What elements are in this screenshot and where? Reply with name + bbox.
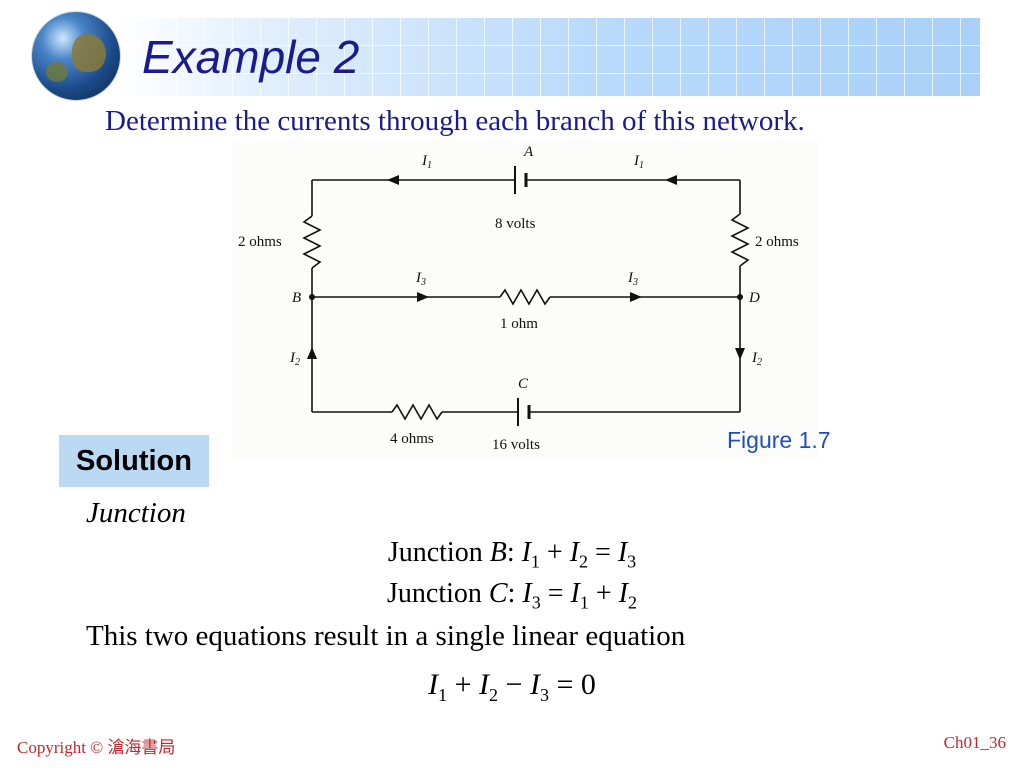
battery-top-label: 8 volts xyxy=(495,216,536,232)
node-c-label: C xyxy=(518,376,529,392)
resistor-right-label: 2 ohms xyxy=(755,234,799,250)
arrow-i2-left xyxy=(307,347,317,359)
arrow-i1-right xyxy=(665,175,677,185)
circuit-diagram: A B C D I1 I1 I3 I3 I2 I2 2 ohms 2 ohms … xyxy=(238,144,799,453)
resistor-bottom-label: 4 ohms xyxy=(390,431,434,447)
junction-c-node: C xyxy=(488,578,508,609)
current-i1-right-label: I1 xyxy=(633,153,644,171)
linear-equation: I1 + I2 − I3 = 0 xyxy=(428,668,596,705)
current-i3-right-label: I3 xyxy=(627,270,638,288)
node-a-label: A xyxy=(523,144,534,160)
result-text: This two equations result in a single li… xyxy=(86,620,686,652)
slide-subtitle: Determine the currents through each bran… xyxy=(105,105,805,137)
junction-c-prefix: Junction xyxy=(387,578,489,609)
current-i2-right-label: I2 xyxy=(751,350,762,368)
resistor-right xyxy=(730,213,750,267)
resistor-left-label: 2 ohms xyxy=(238,234,282,250)
node-d-label: D xyxy=(748,290,760,306)
current-i1-left-label: I1 xyxy=(421,153,432,171)
arrow-i3-left xyxy=(417,292,429,302)
arrow-i2-right xyxy=(735,348,745,360)
node-b-label: B xyxy=(292,290,301,306)
globe-land xyxy=(46,62,68,82)
globe-land xyxy=(72,34,106,72)
junction-b-equation: Junction B: I1 + I2 = I3 xyxy=(387,537,637,572)
resistor-bottom xyxy=(391,403,443,421)
resistor-left xyxy=(302,215,322,269)
junction-heading: Junction xyxy=(86,497,186,529)
header-map-pattern xyxy=(120,18,980,96)
resistor-middle-label: 1 ohm xyxy=(500,316,538,332)
arrow-i1-left xyxy=(387,175,399,185)
globe-icon xyxy=(32,12,120,100)
header-band xyxy=(120,18,980,96)
solution-label: Solution xyxy=(76,444,192,477)
resistor-middle xyxy=(499,288,551,306)
footer-page-number: Ch01_36 xyxy=(943,733,1006,752)
current-i3-left-label: I3 xyxy=(415,270,426,288)
current-i2-left-label: I2 xyxy=(289,350,300,368)
figure-caption: Figure 1.7 xyxy=(727,427,831,453)
solution-label-box: Solution xyxy=(59,435,209,487)
junction-c-equation: Junction C: I3 = I1 + I2 xyxy=(387,578,637,613)
junction-b-node: B xyxy=(489,537,507,568)
arrow-i3-right xyxy=(630,292,642,302)
figure-background xyxy=(232,140,818,458)
battery-bottom-label: 16 volts xyxy=(492,437,540,453)
footer-copyright: Copyright © 滄海書局 xyxy=(17,738,176,757)
junction-b-prefix: Junction xyxy=(387,537,490,568)
node-d-dot xyxy=(737,294,743,300)
node-b-dot xyxy=(309,294,315,300)
slide-title: Example 2 xyxy=(142,31,360,83)
